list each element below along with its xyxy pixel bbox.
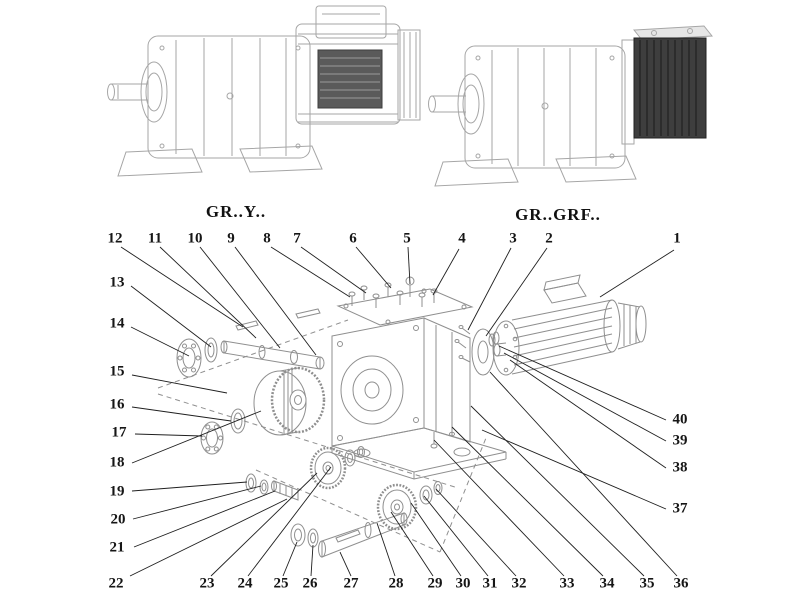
callout-37: 37 [672, 500, 688, 517]
callout-10: 10 [187, 230, 203, 247]
leader-lines [120, 246, 678, 577]
variant-label-gr-y: GR..Y.. [205, 202, 267, 221]
intermediate-gear-drawing [245, 446, 365, 501]
callout-18: 18 [109, 454, 125, 471]
callout-38: 38 [672, 459, 688, 476]
callout-25: 25 [273, 575, 289, 592]
callout-11: 11 [147, 230, 163, 247]
callout-12: 12 [107, 230, 123, 247]
adapter-flange-drawing [454, 325, 500, 376]
motor-drawing [295, 5, 421, 125]
housing-drawing [331, 317, 507, 480]
callout-33: 33 [559, 575, 575, 592]
callout-24: 24 [237, 575, 253, 592]
callout-35: 35 [639, 575, 655, 592]
callout-3: 3 [509, 230, 517, 247]
callout-36: 36 [673, 575, 689, 592]
overview-drawing-gr-grf [428, 25, 713, 187]
input-shaft-assembly-drawing [176, 308, 325, 378]
callout-29: 29 [427, 575, 443, 592]
callout-17: 17 [111, 424, 127, 441]
motor-exploded-drawing [492, 274, 647, 376]
fin-block-drawing [621, 25, 713, 145]
callout-2: 2 [545, 230, 553, 247]
output-shaft-assembly-drawing [290, 481, 443, 558]
exploded-view-drawing [157, 274, 647, 558]
callout-22: 22 [108, 575, 124, 592]
variant-label-gr-grf: GR..GRF.. [515, 205, 601, 224]
callout-5: 5 [403, 230, 411, 247]
callout-13: 13 [109, 274, 125, 291]
big-gear-drawing [253, 366, 326, 436]
callout-14: 14 [109, 315, 125, 332]
callout-40: 40 [672, 411, 688, 428]
callout-7: 7 [293, 230, 301, 247]
callout-39: 39 [672, 432, 688, 449]
cover-plate-drawing [336, 288, 474, 326]
callout-34: 34 [599, 575, 615, 592]
overview-drawing-gr-y [107, 5, 421, 177]
callout-27: 27 [343, 575, 359, 592]
callout-15: 15 [109, 363, 125, 380]
spacer-bearing-drawing [200, 408, 246, 455]
callout-8: 8 [263, 230, 271, 247]
callout-32: 32 [511, 575, 527, 592]
callout-28: 28 [388, 575, 404, 592]
callout-9: 9 [227, 230, 235, 247]
callout-21: 21 [109, 539, 125, 556]
callout-1: 1 [673, 230, 681, 247]
callout-31: 31 [482, 575, 498, 592]
callout-6: 6 [349, 230, 357, 247]
cover-bolts-drawing [348, 276, 438, 308]
callout-26: 26 [302, 575, 318, 592]
callout-16: 16 [109, 396, 125, 413]
callout-30: 30 [455, 575, 471, 592]
callout-4: 4 [458, 230, 466, 247]
callout-23: 23 [199, 575, 215, 592]
callout-19: 19 [109, 483, 125, 500]
callout-20: 20 [110, 511, 126, 528]
